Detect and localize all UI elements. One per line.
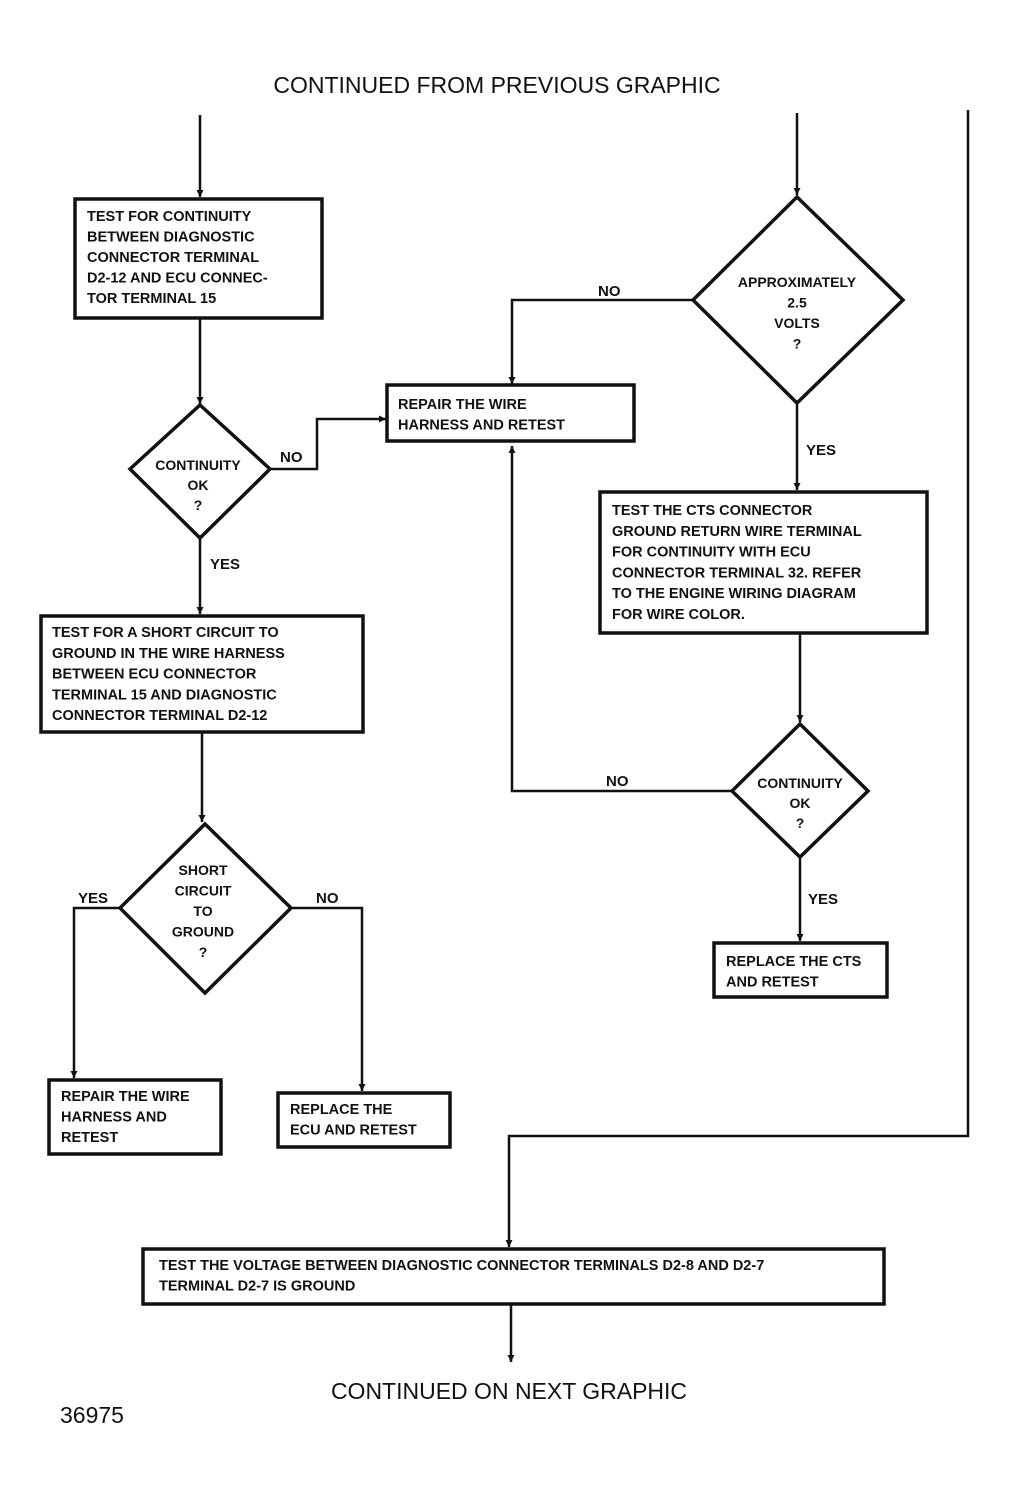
repair-wire-harness-left-text: REPAIR THE WIRE HARNESS AND RETEST (61, 1089, 190, 1146)
test-continuity-text-line: BETWEEN DIAGNOSTIC (87, 230, 255, 246)
continuity-ok-left-text-line: CONTINUITY (155, 457, 241, 473)
no-label-volts: NO (598, 283, 621, 300)
replace-cts-box: REPLACE THE CTS AND RETEST (712, 941, 889, 999)
short-circuit-text-line: ? (199, 944, 208, 960)
footer-text: CONTINUED ON NEXT GRAPHIC (331, 1378, 687, 1404)
test-short-circuit-text-line: GROUND IN THE WIRE HARNESS (52, 646, 285, 662)
test-continuity-text-line: CONNECTOR TERMINAL (87, 250, 259, 266)
short-circuit-text-line: GROUND (172, 924, 234, 940)
no-label-continuity-left: NO (280, 449, 303, 466)
continuity-ok-left-text-line: OK (188, 477, 209, 493)
test-short-circuit-text-line: TEST FOR A SHORT CIRCUIT TO (52, 625, 279, 641)
test-short-circuit-box: TEST FOR A SHORT CIRCUIT TO GROUND IN THE… (39, 614, 365, 734)
test-continuity-text-line: TEST FOR CONTINUITY (87, 209, 252, 225)
approx-volts-text-line: 2.5 (787, 295, 807, 311)
short-circuit-text-line: CIRCUIT (175, 883, 232, 899)
replace-cts-text-line: REPLACE THE CTS (726, 954, 862, 970)
test-short-circuit-text-line: CONNECTOR TERMINAL D2-12 (52, 708, 267, 724)
continuity-ok-right-text-line: CONTINUITY (757, 775, 843, 791)
repair-wire-harness-left-text-line: RETEST (61, 1130, 118, 1146)
figure-number: 36975 (60, 1402, 124, 1428)
repair-wire-harness-left-box: REPAIR THE WIRE HARNESS AND RETEST (47, 1078, 223, 1156)
test-cts-text-line: GROUND RETURN WIRE TERMINAL (612, 524, 862, 540)
test-short-circuit-text-line: BETWEEN ECU CONNECTOR (52, 667, 257, 683)
continuity-ok-left-text: CONTINUITY OK? (155, 457, 241, 513)
test-voltage-text: TEST THE VOLTAGE BETWEEN DIAGNOSTIC CONN… (159, 1258, 764, 1295)
test-cts-text-line: FOR CONTINUITY WITH ECU (612, 545, 811, 561)
replace-ecu-text-line: ECU AND RETEST (290, 1123, 417, 1139)
approx-volts-text-line: VOLTS (774, 315, 820, 331)
connectors (70, 110, 970, 1362)
continuity-ok-left-decision: CONTINUITY OK? (127, 402, 273, 541)
short-circuit-text: SHORT CIRCUIT TO GROUND? (172, 862, 234, 960)
continuity-ok-right-text-line: OK (790, 795, 811, 811)
approx-volts-text-line: ? (793, 336, 802, 352)
repair-wire-harness-left-text-line: HARNESS AND (61, 1110, 167, 1126)
repair-wire-harness-mid-box: REPAIR THE WIRE HARNESS AND RETEST (385, 383, 636, 443)
test-short-circuit-text: TEST FOR A SHORT CIRCUIT TO GROUND IN THE… (52, 625, 285, 724)
test-continuity-box: TEST FOR CONTINUITY BETWEEN DIAGNOSTIC CON… (73, 197, 324, 320)
test-cts-text-line: FOR WIRE COLOR. (612, 607, 745, 623)
yes-label-short-circuit: YES (78, 890, 108, 907)
test-voltage-box: TEST THE VOLTAGE BETWEEN DIAGNOSTIC CONN… (141, 1247, 886, 1306)
test-voltage-text-line: TERMINAL D2-7 IS GROUND (159, 1279, 355, 1295)
repair-wire-harness-mid-text-line: REPAIR THE WIRE (398, 397, 527, 413)
continuity-ok-right-text: CONTINUITY OK? (757, 775, 843, 831)
test-cts-text-line: TO THE ENGINE WIRING DIAGRAM (612, 586, 856, 602)
test-cts-text-line: CONNECTOR TERMINAL 32. REFER (612, 565, 862, 581)
replace-cts-text-line: AND RETEST (726, 975, 819, 991)
continuity-ok-left-text-line: ? (194, 497, 203, 513)
yes-label-continuity-right: YES (808, 891, 838, 908)
replace-ecu-box: REPLACE THE ECU AND RETEST (276, 1091, 452, 1149)
header-text: CONTINUED FROM PREVIOUS GRAPHIC (273, 72, 720, 98)
test-short-circuit-text-line: TERMINAL 15 AND DIAGNOSTIC (52, 687, 277, 703)
test-continuity-text-line: D2-12 AND ECU CONNEC- (87, 271, 268, 287)
repair-wire-harness-mid-text: REPAIR THE WIRE HARNESS AND RETEST (398, 397, 565, 434)
short-circuit-text-line: SHORT (179, 862, 228, 878)
short-circuit-decision: SHORT CIRCUIT TO GROUND? (117, 821, 294, 996)
continuity-ok-right-decision: CONTINUITY OK? (729, 721, 871, 860)
test-cts-box: TEST THE CTS CONNECTOR GROUND RETURN WIRE… (598, 490, 929, 635)
yes-label-continuity-left: YES (210, 556, 240, 573)
test-voltage-text-line: TEST THE VOLTAGE BETWEEN DIAGNOSTIC CONN… (159, 1258, 764, 1274)
test-continuity-text: TEST FOR CONTINUITY BETWEEN DIAGNOSTIC CON… (87, 209, 268, 307)
test-continuity-text-line: TOR TERMINAL 15 (87, 291, 216, 307)
repair-wire-harness-left-text-line: REPAIR THE WIRE (61, 1089, 190, 1105)
replace-ecu-text: REPLACE THE ECU AND RETEST (290, 1102, 417, 1139)
test-cts-text: TEST THE CTS CONNECTOR GROUND RETURN WIRE… (612, 503, 862, 623)
replace-cts-text: REPLACE THE CTS AND RETEST (726, 954, 862, 991)
no-label-continuity-right: NO (606, 773, 629, 790)
replace-ecu-text-line: REPLACE THE (290, 1102, 393, 1118)
approx-volts-text-line: APPROXIMATELY (738, 274, 857, 290)
yes-label-volts: YES (806, 442, 836, 459)
no-label-short-circuit: NO (316, 890, 339, 907)
repair-wire-harness-mid-text-line: HARNESS AND RETEST (398, 418, 565, 434)
short-circuit-text-line: TO (193, 903, 212, 919)
continuity-ok-right-text-line: ? (796, 815, 805, 831)
test-cts-text-line: TEST THE CTS CONNECTOR (612, 503, 813, 519)
